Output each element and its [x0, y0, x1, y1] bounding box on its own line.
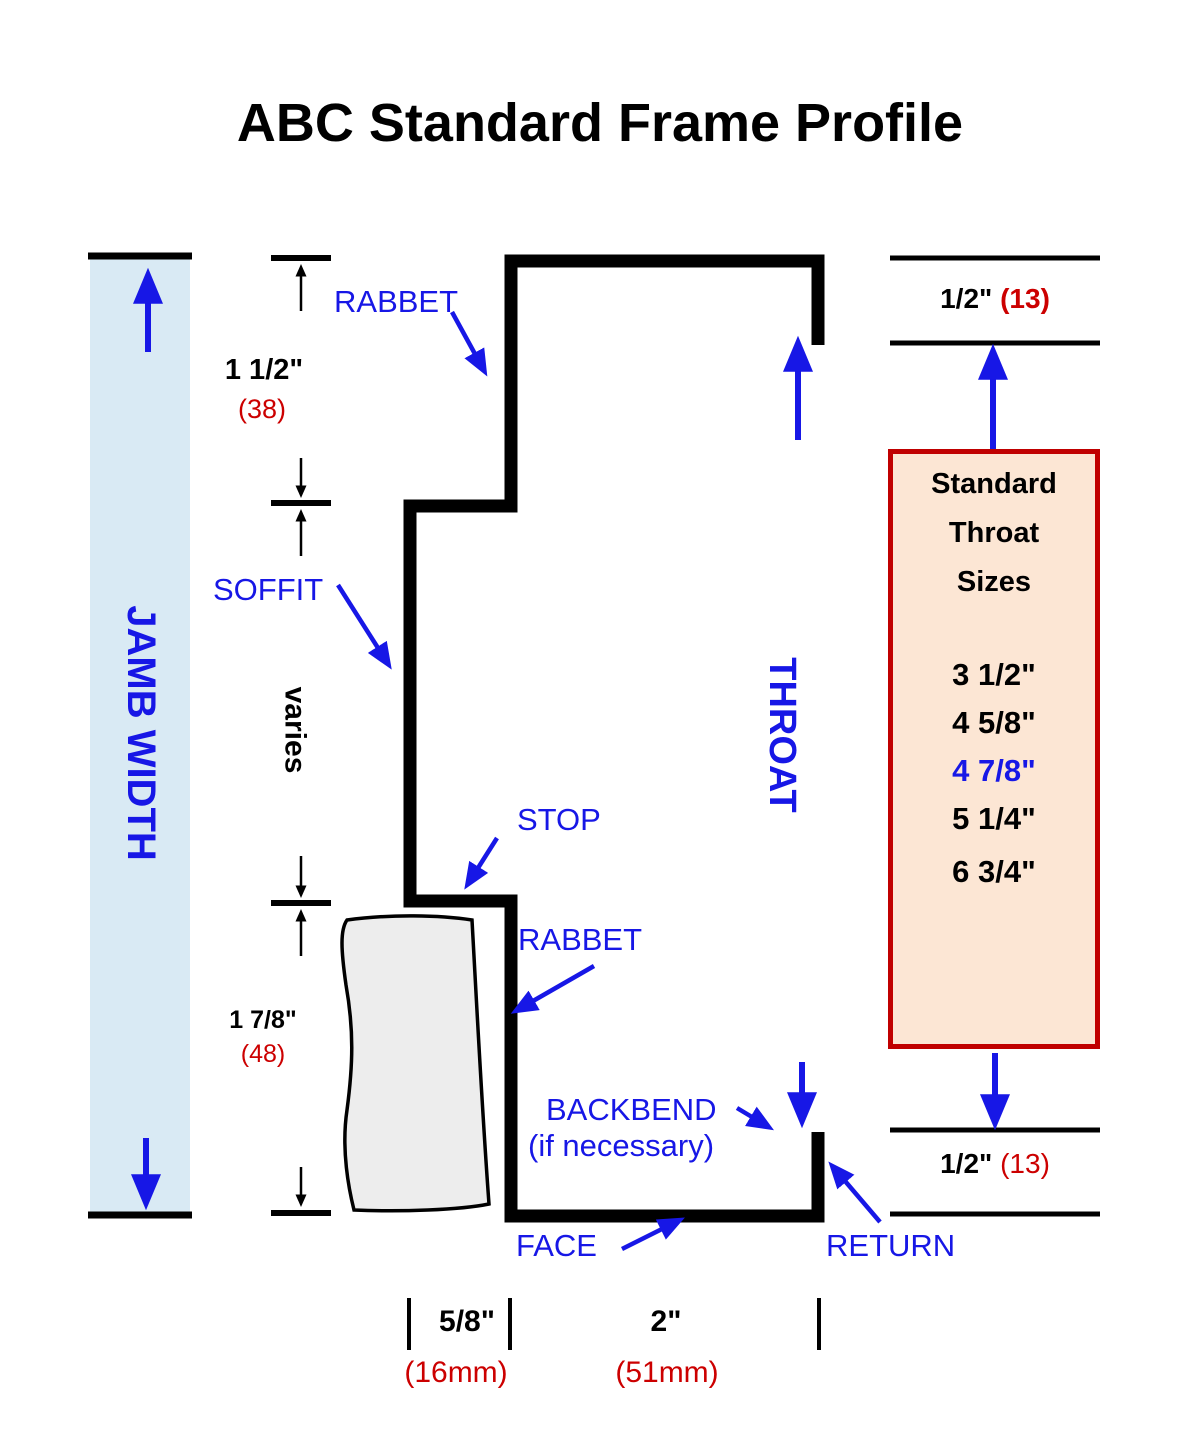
throat-size-item: 3 1/2": [952, 657, 1036, 692]
varies-label: varies: [278, 686, 312, 774]
stop-width-dimension: 5/8": [439, 1305, 495, 1338]
throat-box-heading-line: Sizes: [956, 566, 1032, 598]
face-leader-arrow: [620, 1217, 685, 1252]
soffit-label: SOFFIT: [213, 572, 324, 607]
stop-leader-arrow: [464, 836, 499, 890]
return-top-dimension: 1/2" (13): [940, 283, 1050, 315]
return-leader-arrow: [828, 1161, 882, 1224]
throat-size-item: 6 3/4": [952, 854, 1036, 889]
throat-box-heading-line: Standard: [931, 468, 1057, 500]
stop-width-dimension-metric: (16mm): [404, 1356, 508, 1389]
throat-size-item-highlighted: 4 7/8": [952, 753, 1036, 788]
frame-profile-outline: [403, 254, 825, 1223]
jamb-width-bar: [90, 259, 190, 1212]
throat-size-item: 4 5/8": [952, 705, 1036, 740]
throat-label: THROAT: [760, 657, 803, 813]
backbend-label: BACKBEND: [546, 1092, 717, 1127]
head-rabbet-dimension: 1 1/2": [224, 354, 304, 386]
rabbet-top-leader-arrow: [450, 310, 488, 377]
stop-height-dimension: 1 7/8": [229, 1006, 297, 1034]
face-width-dimension-metric: (51mm): [615, 1356, 719, 1389]
return-bottom-value: 1/2": [940, 1148, 993, 1179]
return-top-value: 1/2": [940, 283, 993, 314]
throat-size-item: 5 1/4": [952, 801, 1036, 836]
backbend-note-label: (if necessary): [528, 1128, 715, 1163]
page-title: ABC Standard Frame Profile: [236, 93, 964, 153]
jamb-width-label: JAMB WIDTH: [119, 605, 163, 861]
rabbet-bottom-label: RABBET: [518, 922, 643, 957]
rabbet-bottom-leader-arrow: [510, 964, 596, 1014]
return-bottom-metric: (13): [1000, 1148, 1050, 1179]
stop-label: STOP: [517, 802, 601, 837]
head-rabbet-dimension-metric: (38): [237, 394, 287, 424]
rabbet-top-label: RABBET: [334, 284, 459, 319]
return-label: RETURN: [826, 1228, 956, 1263]
throat-box-heading-line: Throat: [948, 517, 1040, 549]
return-bottom-dimension: 1/2" (13): [940, 1148, 1050, 1180]
stop-height-dimension-metric: (48): [240, 1040, 286, 1068]
soffit-leader-arrow: [336, 583, 392, 670]
wall-section-shape: [340, 914, 491, 1213]
face-label: FACE: [516, 1228, 597, 1263]
backbend-leader-arrow: [735, 1106, 774, 1131]
face-width-dimension: 2": [650, 1305, 682, 1338]
return-top-metric: (13): [1000, 283, 1050, 314]
standard-throat-sizes-box: Standard Throat Sizes 3 1/2" 4 5/8" 4 7/…: [888, 449, 1100, 1049]
